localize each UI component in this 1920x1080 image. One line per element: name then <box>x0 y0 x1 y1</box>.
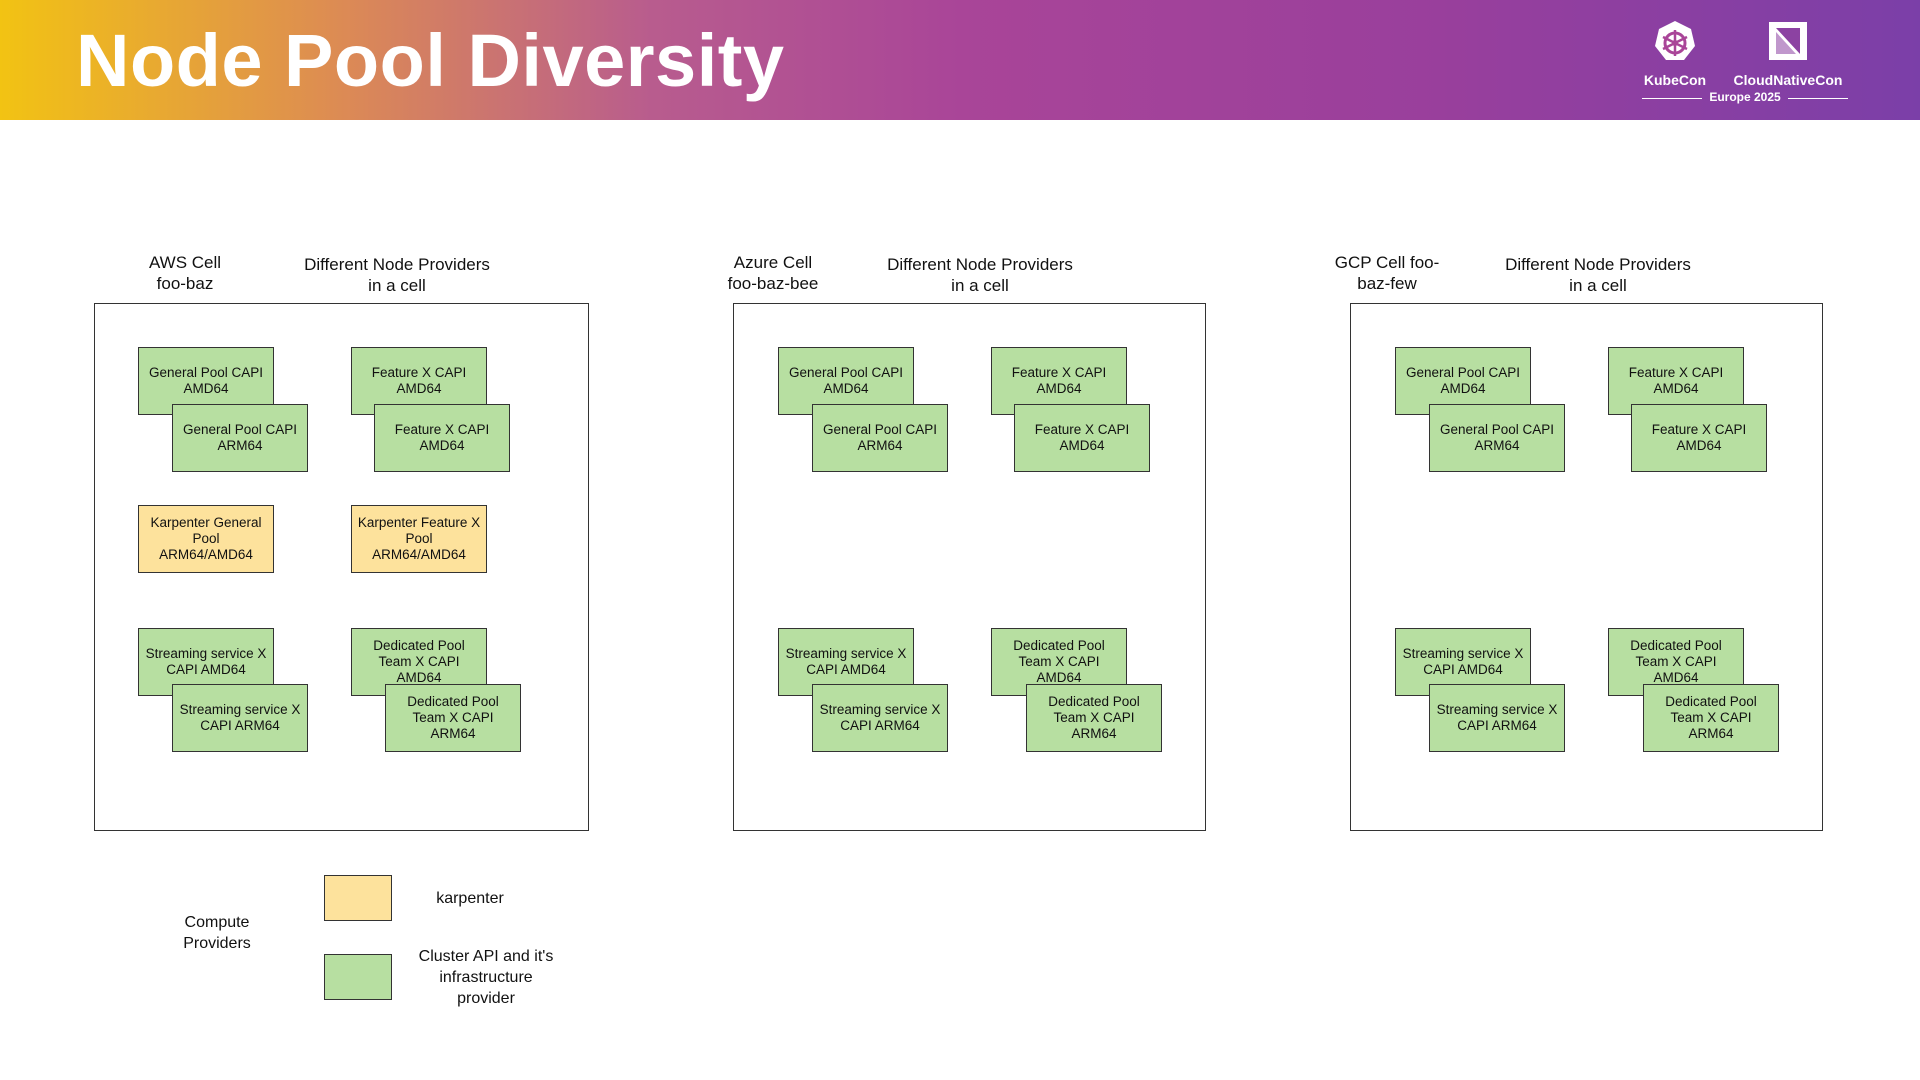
event-label: Europe 2025 <box>1709 90 1781 104</box>
brand-divider-right <box>1788 98 1848 99</box>
gcp-cell-name: GCP Cell foo- baz-few <box>1334 253 1440 293</box>
aws-feature-x-amd64-second: Feature X CAPI AMD64 <box>374 404 510 472</box>
legend-swatch-karpenter <box>324 875 392 921</box>
azure-cell-name: Azure Cell foo-baz-bee <box>727 253 819 293</box>
legend-label-cluster-api: Cluster API and it's infrastructure prov… <box>418 948 554 1007</box>
azure-dedicated-pool-arm64: Dedicated Pool Team X CAPI ARM64 <box>1026 684 1162 752</box>
gcp-dedicated-pool-arm64: Dedicated Pool Team X CAPI ARM64 <box>1643 684 1779 752</box>
azure-general-pool-arm64: General Pool CAPI ARM64 <box>812 404 948 472</box>
azure-streaming-arm64: Streaming service X CAPI ARM64 <box>812 684 948 752</box>
aws-cell-name: AWS Cell foo-baz <box>148 253 222 293</box>
title-banner <box>0 0 1920 120</box>
gcp-providers-label: Different Node Providers in a cell <box>1505 255 1691 295</box>
gcp-streaming-arm64: Streaming service X CAPI ARM64 <box>1429 684 1565 752</box>
kubecon-logo: KubeCon <box>1640 18 1710 88</box>
aws-streaming-arm64: Streaming service X CAPI ARM64 <box>172 684 308 752</box>
page-title: Node Pool Diversity <box>76 19 785 102</box>
legend-title: Compute Providers <box>183 914 251 952</box>
legend-swatch-cluster-api <box>324 954 392 1000</box>
cncf-icon <box>1769 22 1807 60</box>
kubecon-wordmark: KubeCon <box>1643 72 1707 88</box>
brand-divider-left <box>1642 98 1702 99</box>
cloudnativecon-wordmark: CloudNativeCon <box>1733 72 1843 88</box>
aws-karpenter-general-pool: Karpenter General Pool ARM64/AMD64 <box>138 505 274 573</box>
cloudnativecon-logo: CloudNativeCon <box>1726 18 1850 88</box>
aws-providers-label: Different Node Providers in a cell <box>304 255 490 295</box>
aws-feature-x-amd64: Feature X CAPI AMD64 <box>351 347 487 415</box>
azure-feature-x-amd64-second: Feature X CAPI AMD64 <box>1014 404 1150 472</box>
gcp-general-pool-arm64: General Pool CAPI ARM64 <box>1429 404 1565 472</box>
gcp-feature-x-amd64-second: Feature X CAPI AMD64 <box>1631 404 1767 472</box>
azure-general-pool-amd64: General Pool CAPI AMD64 <box>778 347 914 415</box>
azure-providers-label: Different Node Providers in a cell <box>887 255 1073 295</box>
kubernetes-helm-icon <box>1655 21 1695 60</box>
azure-feature-x-amd64: Feature X CAPI AMD64 <box>991 347 1127 415</box>
legend-label-karpenter: karpenter <box>436 890 504 907</box>
aws-general-pool-arm64: General Pool CAPI ARM64 <box>172 404 308 472</box>
gcp-feature-x-amd64: Feature X CAPI AMD64 <box>1608 347 1744 415</box>
aws-dedicated-pool-arm64: Dedicated Pool Team X CAPI ARM64 <box>385 684 521 752</box>
aws-general-pool-amd64: General Pool CAPI AMD64 <box>138 347 274 415</box>
aws-karpenter-feature-x-pool: Karpenter Feature X Pool ARM64/AMD64 <box>351 505 487 573</box>
